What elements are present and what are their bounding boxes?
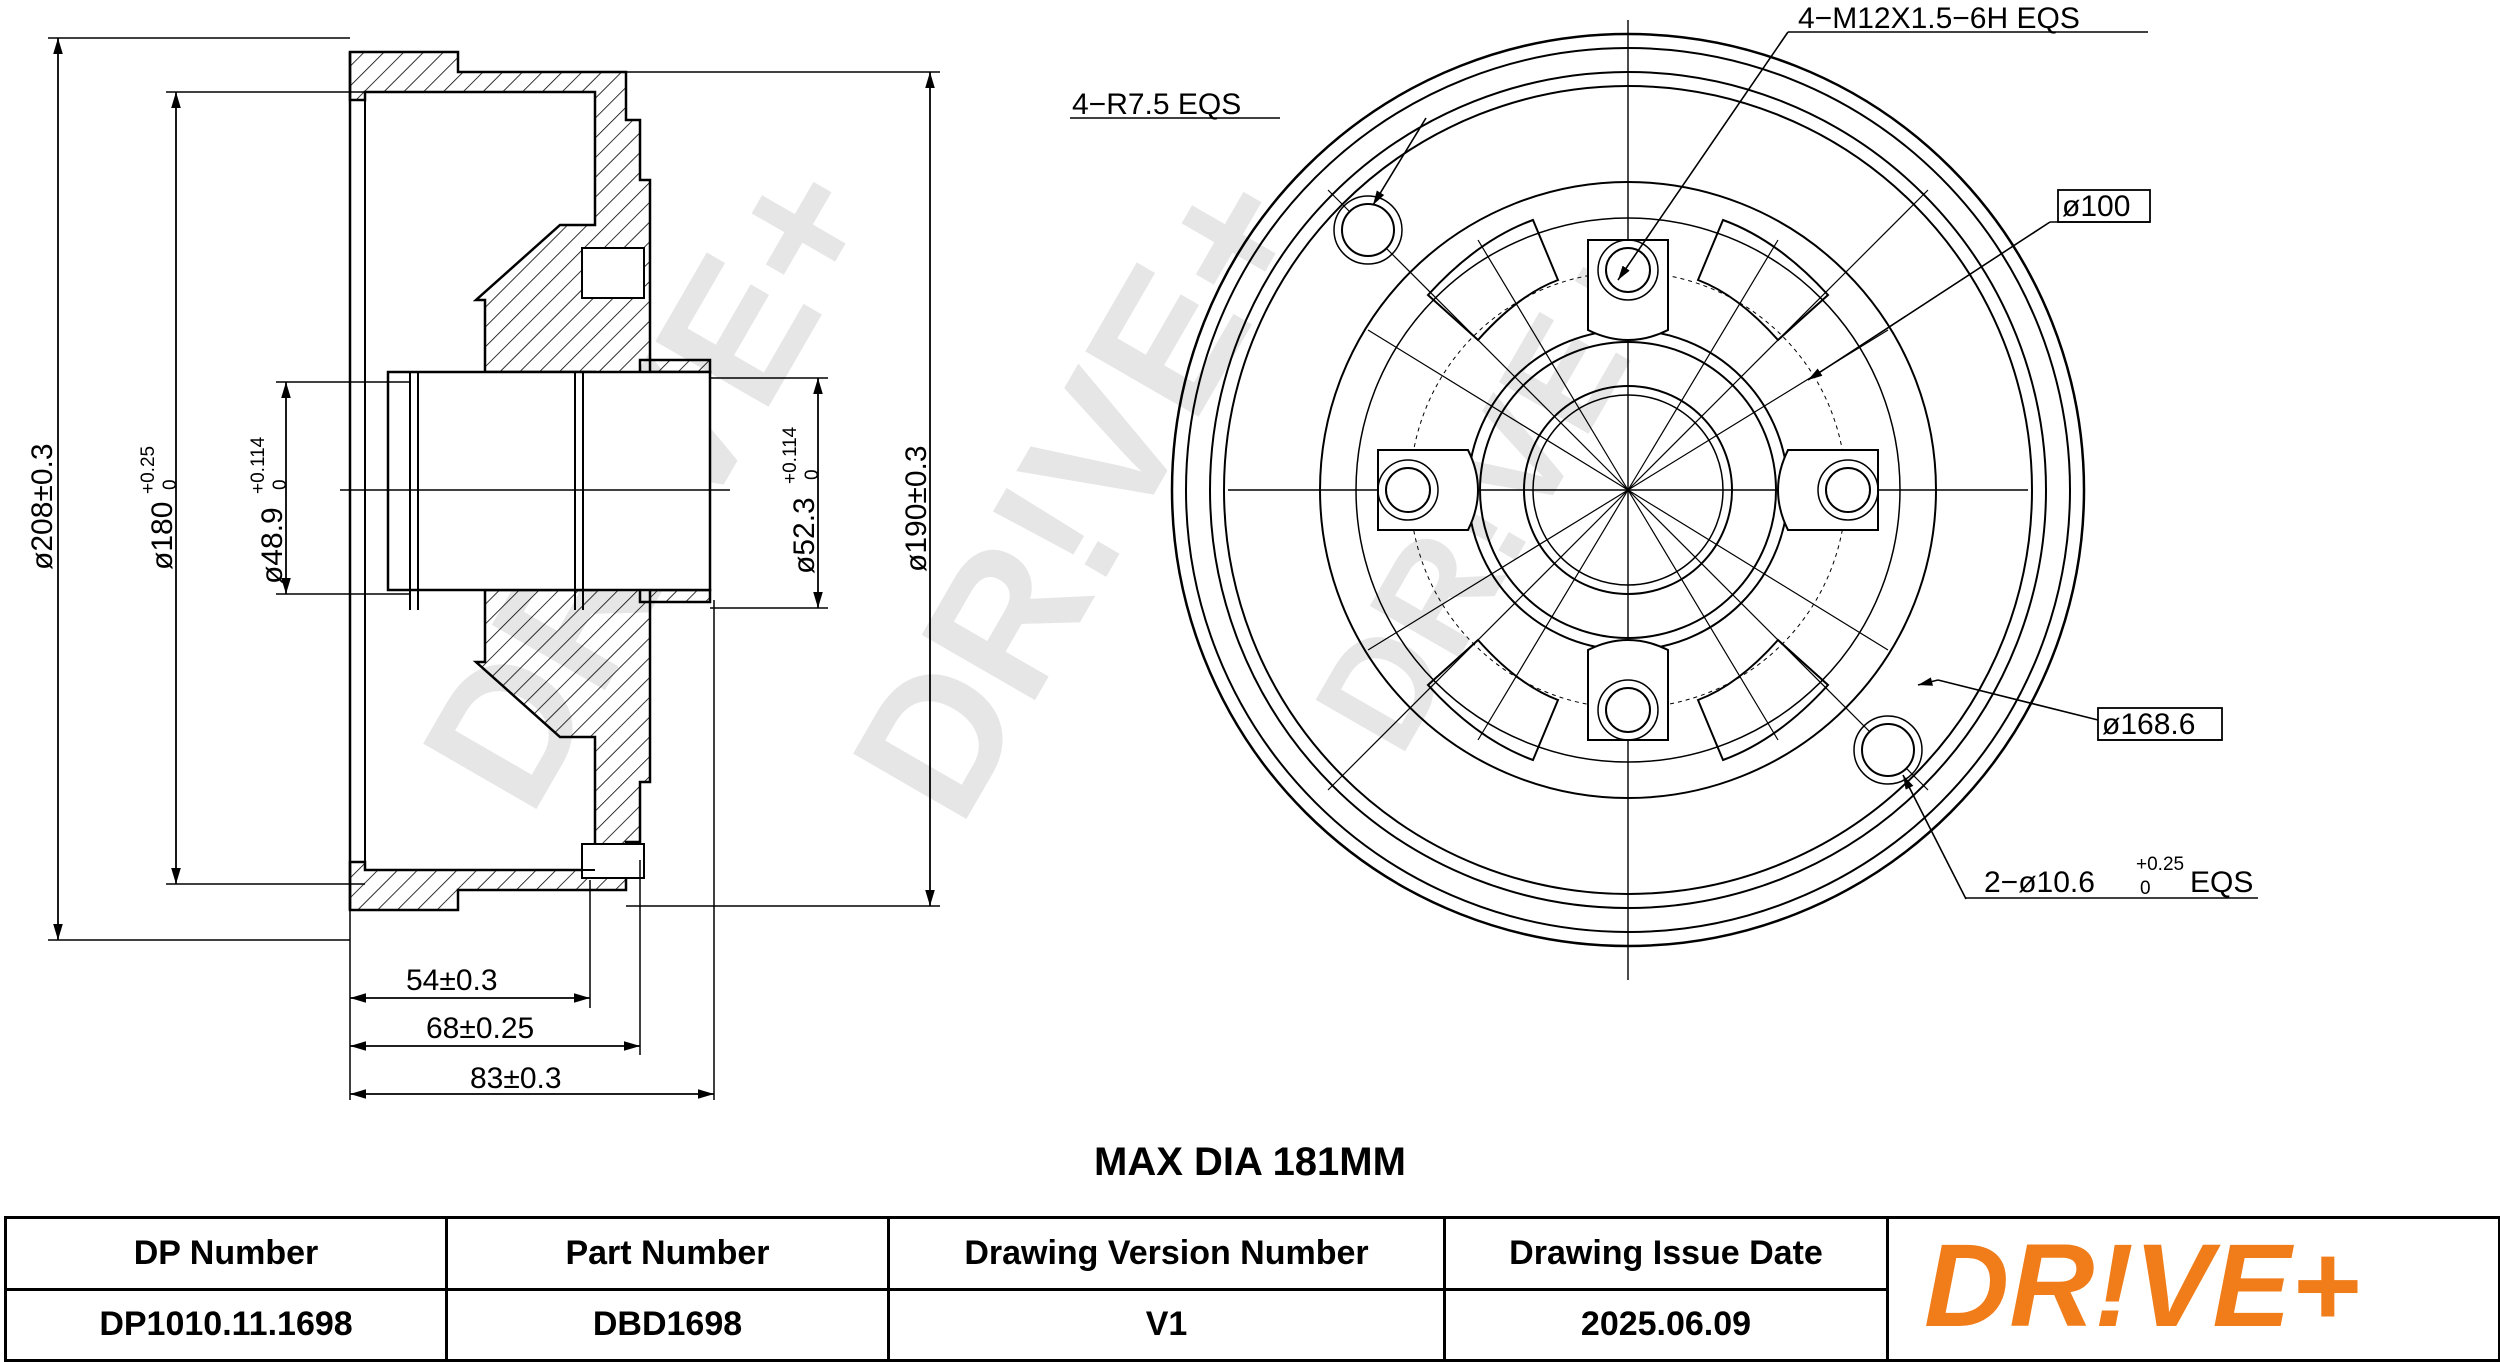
dim-d190: ø190±0.3 [900,445,933,572]
front-view: 4−M12X1.5−6H EQS 4−R7.5 EQS ø100 ø168.6 … [1070,2,2258,980]
dim-d208: ø208±0.3 [26,443,59,570]
dim-holes-prefix: 2−ø10.6 [1984,866,2095,899]
dim-d48: ø48.9 [256,507,289,584]
drive-logo: DR!VE+ [1924,1220,2360,1352]
value-dp-number: DP1010.11.1698 [4,1287,448,1362]
dim-w83: 83±0.3 [470,1062,562,1095]
value-part-number: DBD1698 [445,1287,890,1362]
header-drawing-issue-date: Drawing Issue Date [1443,1216,1889,1291]
value-drawing-version: V1 [887,1287,1446,1362]
section-top [348,50,712,412]
logo-cell: DR!VE+ [1886,1216,2500,1362]
dim-radius: 4−R7.5 EQS [1072,88,1241,121]
dim-d180-tol-upper: +0.25 [138,446,159,494]
dim-d180: ø180 [146,502,179,570]
dim-d52-tol-upper: +0.114 [780,426,801,484]
dim-holes-suffix: EQS [2190,866,2253,899]
dim-d48-tol-upper: +0.114 [248,436,269,494]
dim-d180-tol-lower: 0 [160,479,181,490]
value-drawing-issue-date: 2025.06.09 [1443,1287,1889,1362]
dim-w68: 68±0.25 [426,1012,534,1045]
dim-d52: ø52.3 [788,497,821,574]
title-block: DP Number Part Number Drawing Version Nu… [4,1216,2500,1362]
dim-d48-tol-lower: 0 [270,479,291,490]
header-drawing-version: Drawing Version Number [887,1216,1446,1291]
dim-w54: 54±0.3 [406,964,498,997]
section-view [48,37,940,1100]
dim-d168: ø168.6 [2102,708,2195,741]
svg-text:DR!VE+: DR!VE+ [1924,1230,2360,1340]
max-dia-note: MAX DIA 181MM [1094,1140,1406,1184]
title-block-value-row: DP1010.11.1698 DBD1698 V1 2025.06.09 [4,1287,2500,1362]
header-part-number: Part Number [445,1216,890,1291]
dim-holes-tol-upper: +0.25 [2136,854,2184,875]
dim-pcd100: ø100 [2062,190,2130,223]
title-block-header-row: DP Number Part Number Drawing Version Nu… [4,1216,2500,1362]
dim-d52-tol-lower: 0 [802,469,823,480]
dim-holes-tol-lower: 0 [2140,878,2151,899]
header-dp-number: DP Number [4,1216,448,1291]
dim-thread: 4−M12X1.5−6H EQS [1798,2,2080,35]
section-bottom [348,550,712,912]
side-view-labels: ø208±0.3 ø180 +0.25 0 ø48.9 +0.114 0 ø52… [26,426,933,1095]
